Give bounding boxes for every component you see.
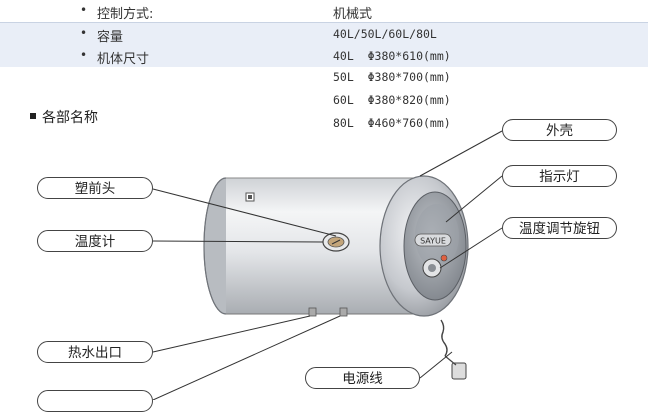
callout-temp-knob: 温度调节旋钮 <box>502 217 617 239</box>
callout-plastic-head-text: 塑前头 <box>74 181 116 197</box>
indicator-light-icon <box>440 254 448 262</box>
bullet: • <box>80 26 88 40</box>
callout-power-cord-text: 电源线 <box>342 371 383 387</box>
callout-shell: 外壳 <box>502 119 617 141</box>
brand-badge-text: SAYUE <box>420 237 446 246</box>
spec-table: • 控制方式: 机械式 • 容量 40L/50L/60L/80L • 机体尺寸 … <box>0 0 648 67</box>
callout-hot-water-outlet: 热水出口 <box>37 341 153 363</box>
callout-indicator-text: 指示灯 <box>539 169 580 185</box>
brand-badge: SAYUE <box>414 233 452 247</box>
spec-value-size: 40L Φ380*610(mm) <box>333 49 451 63</box>
callout-thermometer-text: 温度计 <box>74 234 116 250</box>
callout-cutoff <box>37 390 153 412</box>
callout-indicator: 指示灯 <box>502 165 617 187</box>
spec-label-control: 控制方式: <box>97 7 154 22</box>
spec-row-size: • 机体尺寸 40L Φ380*610(mm) <box>0 45 648 67</box>
cold-water-inlet-pipe <box>339 307 348 317</box>
spec-row-capacity: • 容量 40L/50L/60L/80L <box>0 22 648 45</box>
spec-label-capacity: 容量 <box>97 30 124 45</box>
leader-lines <box>152 130 503 400</box>
water-heater-diagram: SAYUE <box>152 130 503 400</box>
temperature-knob-icon <box>422 258 442 278</box>
spec-row-control: • 控制方式: 机械式 <box>0 0 648 22</box>
spec-value-capacity: 40L/50L/60L/80L <box>333 27 437 41</box>
power-cord-icon <box>440 319 467 380</box>
section-title: 各部名称 <box>30 107 98 127</box>
callout-hot-water-outlet-text: 热水出口 <box>68 345 122 361</box>
size-50l: 50L Φ380*700(mm) <box>333 70 451 84</box>
callout-plastic-head: 塑前头 <box>37 177 153 199</box>
callout-temp-knob-text: 温度调节旋钮 <box>519 221 600 237</box>
bullet: • <box>80 3 88 17</box>
bullet: • <box>80 48 88 62</box>
section-title-text: 各部名称 <box>42 110 98 126</box>
size-80l: 80L Φ460*760(mm) <box>333 116 451 130</box>
square-bullet-icon <box>30 113 36 119</box>
callout-shell-text: 外壳 <box>546 123 573 139</box>
spec-label-size: 机体尺寸 <box>97 52 150 67</box>
spec-value-control: 机械式 <box>333 7 373 22</box>
callout-power-cord: 电源线 <box>305 367 420 389</box>
callout-thermometer: 温度计 <box>37 230 153 252</box>
size-60l: 60L Φ380*820(mm) <box>333 93 451 107</box>
hot-water-outlet-pipe <box>308 307 317 317</box>
